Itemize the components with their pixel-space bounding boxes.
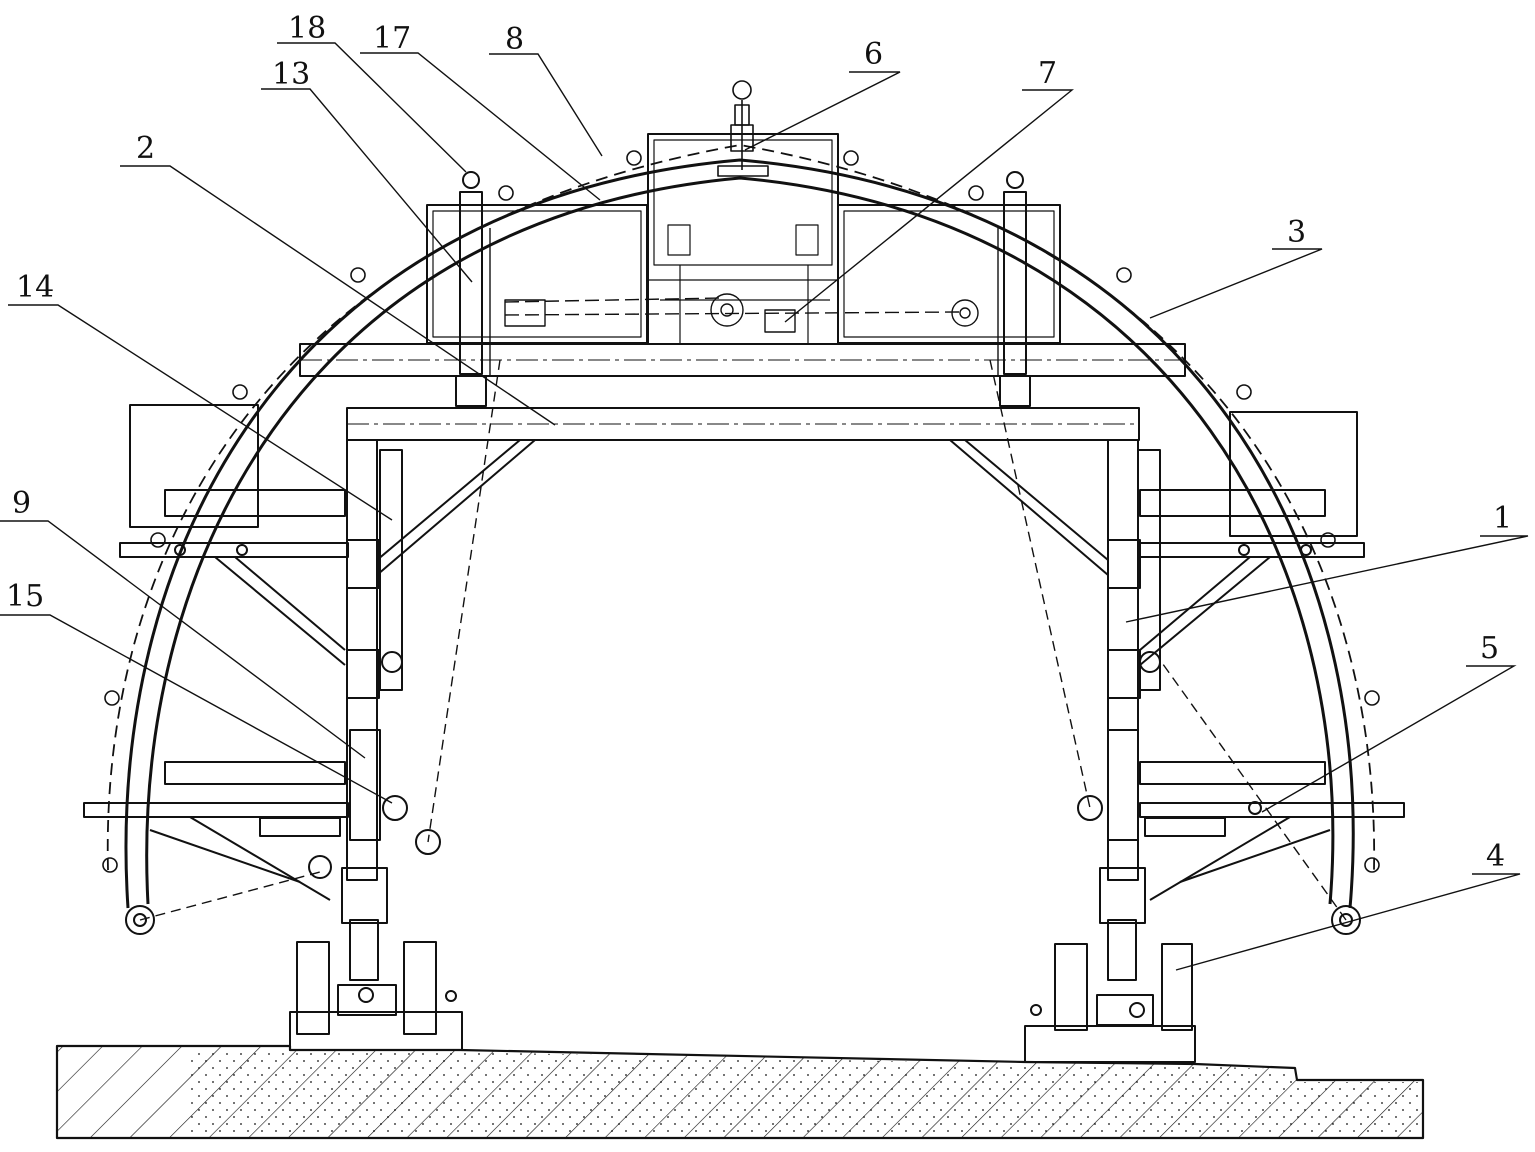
lift-hook	[717, 80, 769, 177]
callout-3: 3	[1287, 215, 1306, 250]
callout-7: 7	[1038, 56, 1057, 91]
callout-13: 13	[272, 57, 310, 92]
left-lower-platform	[83, 761, 349, 901]
upper-crossbeam	[299, 343, 1186, 377]
callout-1: 1	[1493, 501, 1512, 536]
callout-5: 5	[1480, 631, 1499, 666]
callout-14: 14	[16, 270, 54, 305]
vertical-posts	[455, 171, 1031, 407]
callout-9: 9	[12, 486, 31, 521]
portal-frame	[346, 407, 1140, 881]
callout-18: 18	[288, 11, 326, 46]
left-jack	[341, 729, 441, 981]
callout-6: 6	[864, 37, 883, 72]
inner-legs	[346, 449, 1161, 699]
arch-foot-rollers	[125, 905, 1361, 935]
callout-4: 4	[1486, 839, 1505, 874]
callout-8: 8	[505, 22, 524, 57]
main-arch-rail	[124, 158, 1355, 909]
right-jack	[1077, 729, 1146, 981]
winch-cable	[504, 293, 979, 333]
callout-15: 15	[6, 579, 44, 614]
callout-2: 2	[136, 131, 155, 166]
right-upper-platform	[1139, 411, 1365, 666]
callout-labels: 18 17 8 6 7 13 2 3 14 1 9 15 5 4	[6, 11, 1512, 874]
callout-17: 17	[373, 21, 411, 56]
right-lower-platform	[1139, 761, 1405, 901]
leader-lines	[0, 42, 1529, 971]
support-cables	[139, 359, 1347, 921]
left-bogie	[289, 941, 463, 1051]
outer-dashed-arch	[106, 144, 1376, 871]
ground-base	[55, 1044, 1425, 1140]
arch-bolts	[102, 150, 1380, 873]
right-bogie	[1024, 943, 1196, 1063]
left-upper-platform	[119, 404, 349, 666]
